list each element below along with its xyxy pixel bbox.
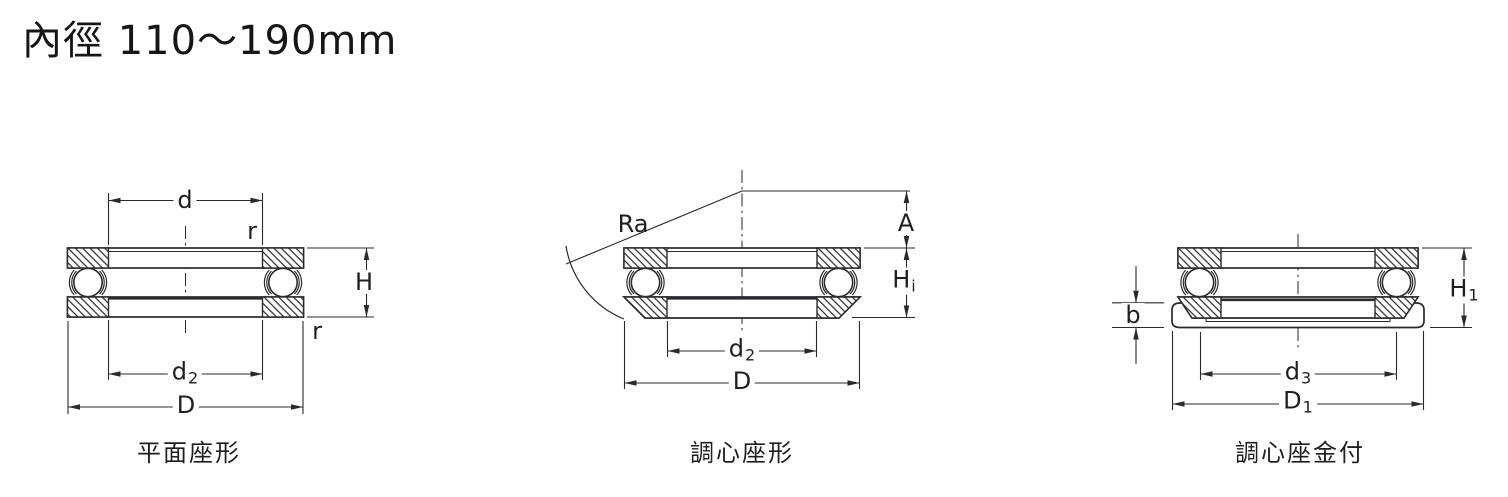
- ball-and-cage: [263, 267, 303, 298]
- dim-label-d2: d2: [724, 336, 760, 364]
- shaft-washer-section: [261, 247, 305, 269]
- dim-label-b: b: [1121, 303, 1145, 327]
- sphered-washer-section: [816, 296, 862, 319]
- dimension-lines: [1112, 247, 1472, 410]
- seat-recess: [1205, 318, 1391, 323]
- dim-label-d2: d2: [167, 359, 203, 387]
- ball-and-cage: [1180, 267, 1219, 298]
- dim-label-d: d: [173, 188, 197, 212]
- radius-label-Ra: Ra: [617, 210, 649, 238]
- dim-label-Hi: Hi: [888, 267, 920, 295]
- dim-label-A: A: [893, 211, 919, 235]
- dim-label-H: H: [350, 270, 378, 294]
- caption-aligning-seat: 調心座形: [690, 439, 794, 467]
- ball-and-cage: [68, 267, 108, 298]
- radius-label-r-bottom: r: [312, 317, 322, 345]
- ball-and-cage: [626, 267, 665, 298]
- sphered-washer-section: [622, 296, 668, 319]
- sphered-washer-section: [1176, 296, 1222, 319]
- shaft-washer-section: [816, 247, 861, 269]
- housing-washer-section: [66, 296, 110, 318]
- shaft-washer-section: [1374, 247, 1419, 269]
- dim-label-D: D: [172, 393, 200, 417]
- ra-sphere-arc: [565, 245, 625, 320]
- housing-washer-section: [261, 296, 305, 318]
- page-title: 內徑 110～190mm: [22, 18, 398, 64]
- shaft-washer-section: [66, 247, 110, 269]
- dim-label-H1: H1: [1445, 276, 1483, 304]
- ra-leader-line: [565, 190, 743, 265]
- ball-and-cage: [819, 267, 858, 298]
- caption-flat-seat: 平面座形: [137, 439, 241, 467]
- dim-label-D: D: [728, 369, 756, 393]
- dim-label-d3: d3: [1280, 359, 1316, 387]
- shaft-washer-section: [623, 247, 668, 269]
- ball-and-cage: [1377, 267, 1416, 298]
- shaft-washer-section: [1177, 247, 1222, 269]
- aligning-seat-drawing: [565, 170, 915, 389]
- dimension-lines: [623, 190, 915, 389]
- caption-aligning-seat-washer: 調心座金付: [1235, 439, 1365, 467]
- aligning-seat-washer-drawing: [1112, 234, 1472, 410]
- flat-seat-drawing: [66, 193, 374, 414]
- sphered-washer-section: [1374, 296, 1420, 319]
- dim-label-D1: D1: [1279, 388, 1317, 416]
- radius-label-r-top: r: [247, 217, 257, 245]
